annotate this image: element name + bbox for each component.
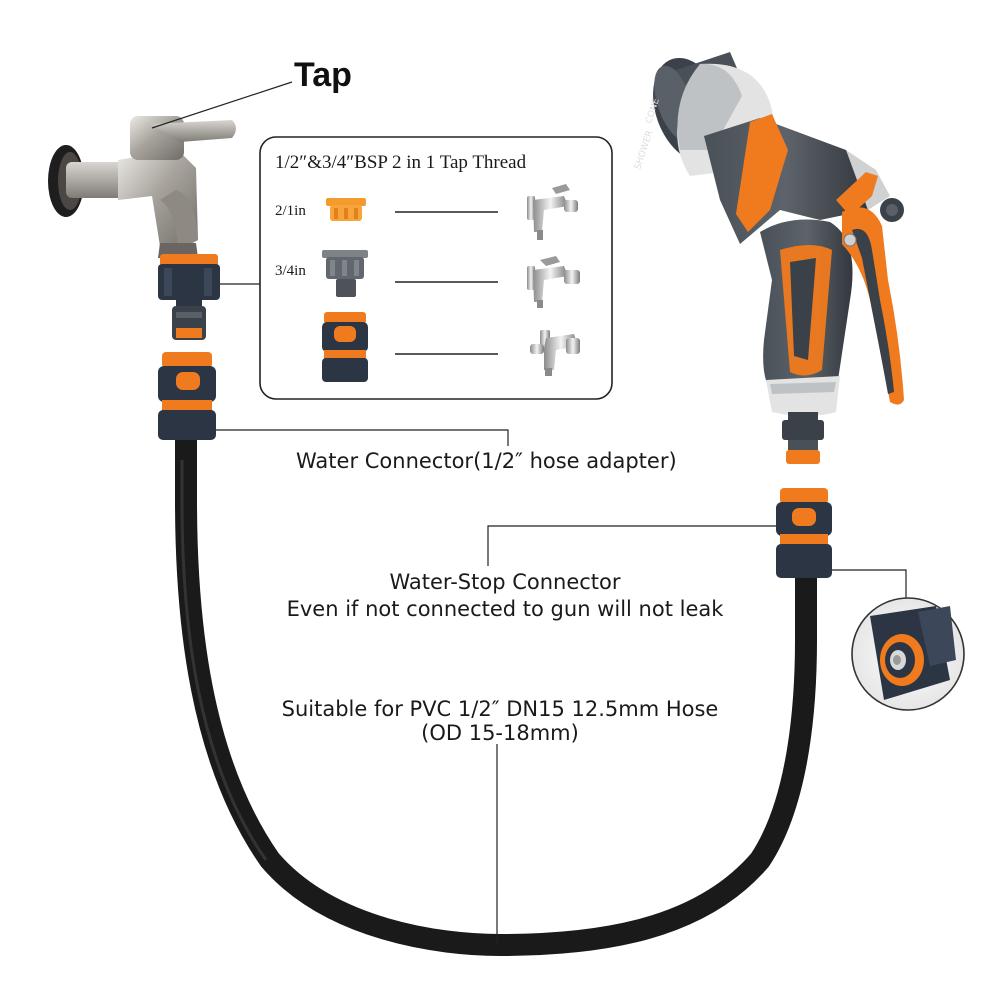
water-stop-title: Water-Stop Connector [389, 570, 621, 594]
water-stop-callout-line [487, 525, 776, 566]
size-label-three-quarter: 3/4in [275, 263, 306, 279]
small-tap-icon-3 [530, 330, 580, 376]
tap-pointer-line [151, 81, 293, 129]
small-tap-icon-2 [527, 256, 580, 308]
water-connector-label: Water Connector(1/2″ hose adapter) [296, 449, 677, 473]
inset-title: 1/2″&3/4″BSP 2 in 1 Tap Thread [275, 152, 527, 173]
size-label-half-inch: 2/1in [275, 203, 306, 219]
water-stop-description: Even if not connected to gun will not le… [286, 597, 724, 621]
spray-gun-image: CONE SHOWER [633, 52, 904, 464]
garden-hose [175, 429, 817, 957]
hose-spec-line2: (OD 15-18mm) [421, 721, 579, 745]
hose-spec-line1: Suitable for PVC 1/2″ DN15 12.5mm Hose [281, 697, 719, 721]
quick-connector-inset-image [322, 312, 368, 382]
tap-adapter-image [158, 254, 220, 340]
tap-faucet-image [48, 116, 236, 258]
right-water-stop-connector-image [776, 488, 832, 578]
three-quarter-adapter-image [322, 250, 368, 297]
water-stop-connector-label: Water-Stop Connector Even if not connect… [240, 569, 770, 623]
nozzle-label-shower: SHOWER [633, 129, 655, 171]
half-inch-adapter-image [326, 198, 366, 221]
water-connector-callout-line [216, 429, 509, 446]
hose-spec-label: Suitable for PVC 1/2″ DN15 12.5mm Hose (… [220, 697, 780, 745]
tap-label: Tap [294, 56, 352, 94]
closeup-callout-line [832, 569, 907, 598]
left-water-connector-image [158, 352, 216, 440]
small-tap-icon-1 [527, 184, 578, 240]
connector-closeup-image [851, 597, 965, 711]
